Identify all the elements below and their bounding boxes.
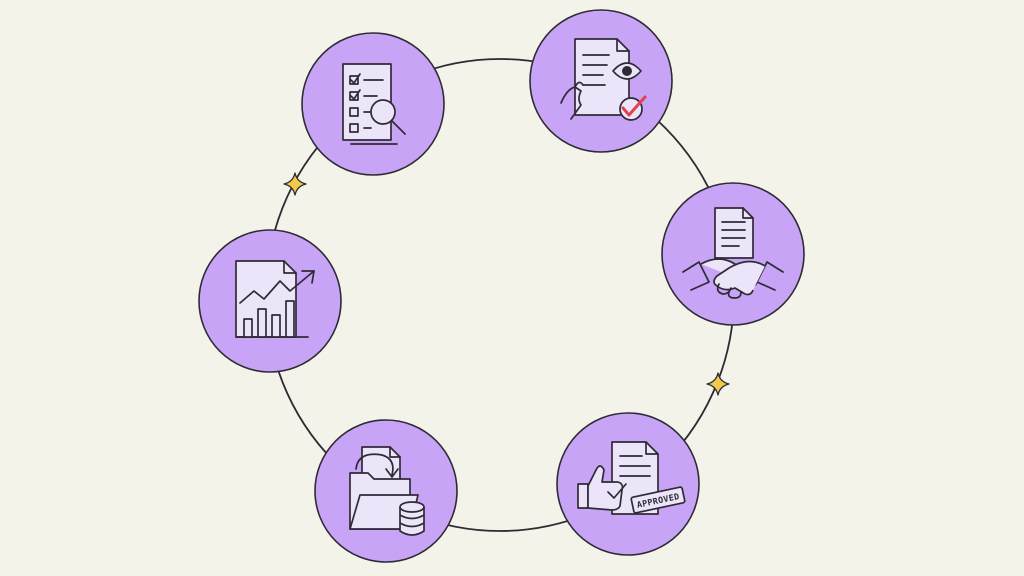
- checklist-magnifier-icon: [342, 63, 406, 145]
- thumbs-up-approved-stamp-icon: APPROVED: [577, 441, 686, 515]
- folder-database-icon: [349, 446, 425, 536]
- step-document-inspection: [529, 9, 673, 153]
- step-data-storage: [314, 419, 458, 563]
- sparkle-icon: [283, 172, 307, 196]
- step-approval: APPROVED: [556, 412, 700, 556]
- step-agreement: [661, 182, 805, 326]
- step-performance-report: [198, 229, 342, 373]
- step-review-checklist: [301, 32, 445, 176]
- approved-stamp: APPROVED: [630, 486, 686, 514]
- sparkle-icon: [706, 372, 730, 396]
- document-eye-check-icon: [560, 38, 647, 121]
- document-handshake-icon: [682, 207, 784, 299]
- growth-chart-icon: [235, 260, 315, 338]
